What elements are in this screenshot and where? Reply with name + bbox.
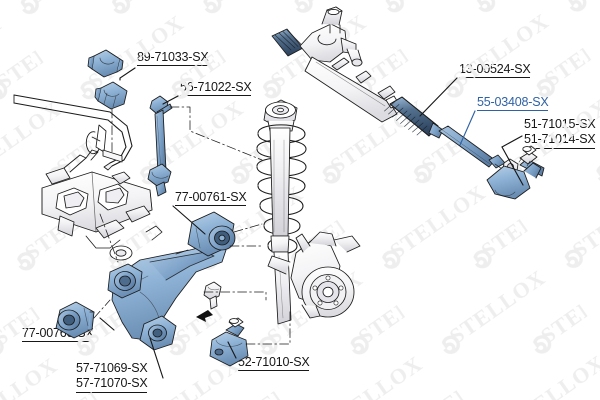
steering-knuckle-and-hub — [267, 231, 361, 319]
leader-77-00760 — [99, 317, 115, 331]
leader-55-03408 — [459, 110, 476, 146]
leader-13-00524 — [419, 77, 458, 117]
ball-joint-highlight — [209, 317, 249, 367]
leader-89-71033 — [119, 67, 136, 81]
assembly-arrows — [196, 310, 213, 322]
outer-tie-rod-end-highlight — [486, 145, 545, 200]
steering-rack-boot-highlight — [384, 96, 444, 139]
leader-77-00761 — [172, 205, 206, 235]
control-arm-rear-bushing-highlight — [187, 211, 236, 257]
stabilizer-bar — [13, 94, 133, 185]
front-subframe — [41, 171, 163, 261]
control-arm-front-bushing-highlight — [55, 301, 95, 339]
leader-52-71010 — [227, 341, 237, 359]
steering-gear-housing — [299, 6, 363, 67]
steering-rack-assembly — [271, 6, 545, 200]
leader-57-71069-70 — [149, 337, 164, 379]
leader-51-71015-14 — [501, 135, 524, 186]
stabilizer-bushing-highlight — [87, 49, 128, 110]
ball-joint-fastener — [203, 281, 222, 310]
leader-56-71022 — [162, 95, 179, 105]
inner-tie-rod-highlight — [438, 125, 506, 169]
steering-rack-tube — [304, 56, 400, 123]
control-arm-highlight — [107, 243, 227, 351]
stabilizer-link-highlight — [147, 95, 173, 197]
